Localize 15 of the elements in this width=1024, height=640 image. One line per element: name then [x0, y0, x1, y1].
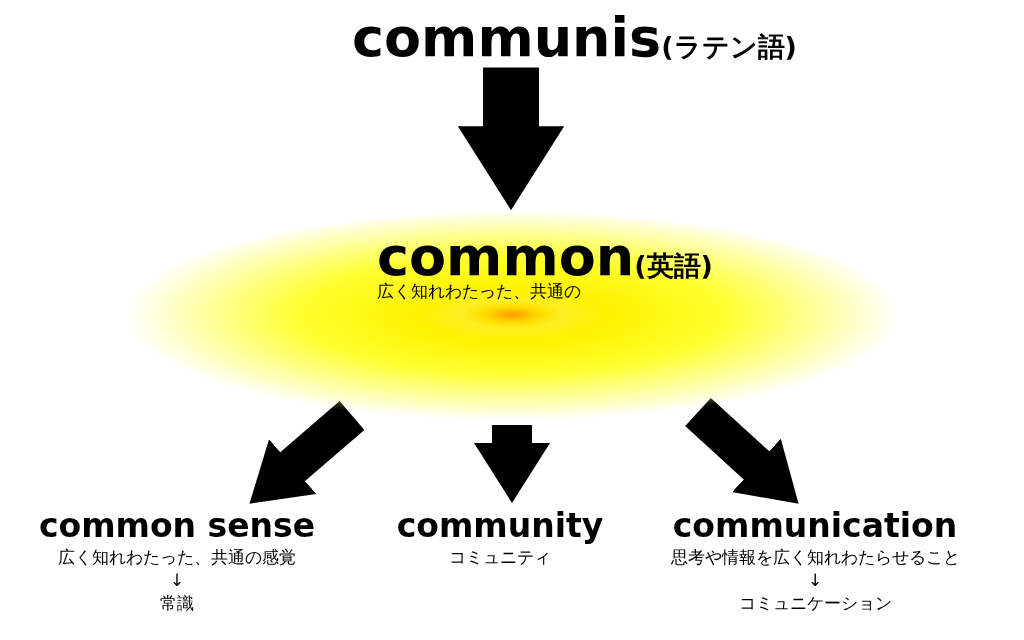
term-heading: community — [396, 505, 604, 547]
term-heading: common sense — [38, 505, 316, 547]
definition-text: 思考や情報を広く知れわたらせること — [670, 546, 960, 570]
definition-text: 常識 — [160, 592, 194, 616]
definition-text: コミュニケーション — [738, 592, 892, 616]
down-arrow-text: ↓ — [807, 569, 823, 593]
definition-text: コミュニティ — [449, 546, 551, 570]
definition-text: 広く知れわたった、共通の感覚 — [58, 546, 296, 570]
language-note: (英語) — [634, 249, 713, 283]
term-heading: communication — [672, 505, 958, 547]
down-arrow-text: ↓ — [169, 569, 185, 593]
thick-arrow — [457, 67, 565, 211]
term-heading: communis — [352, 8, 662, 68]
language-note: (ラテン語) — [661, 30, 797, 64]
thick-arrow — [474, 425, 550, 503]
